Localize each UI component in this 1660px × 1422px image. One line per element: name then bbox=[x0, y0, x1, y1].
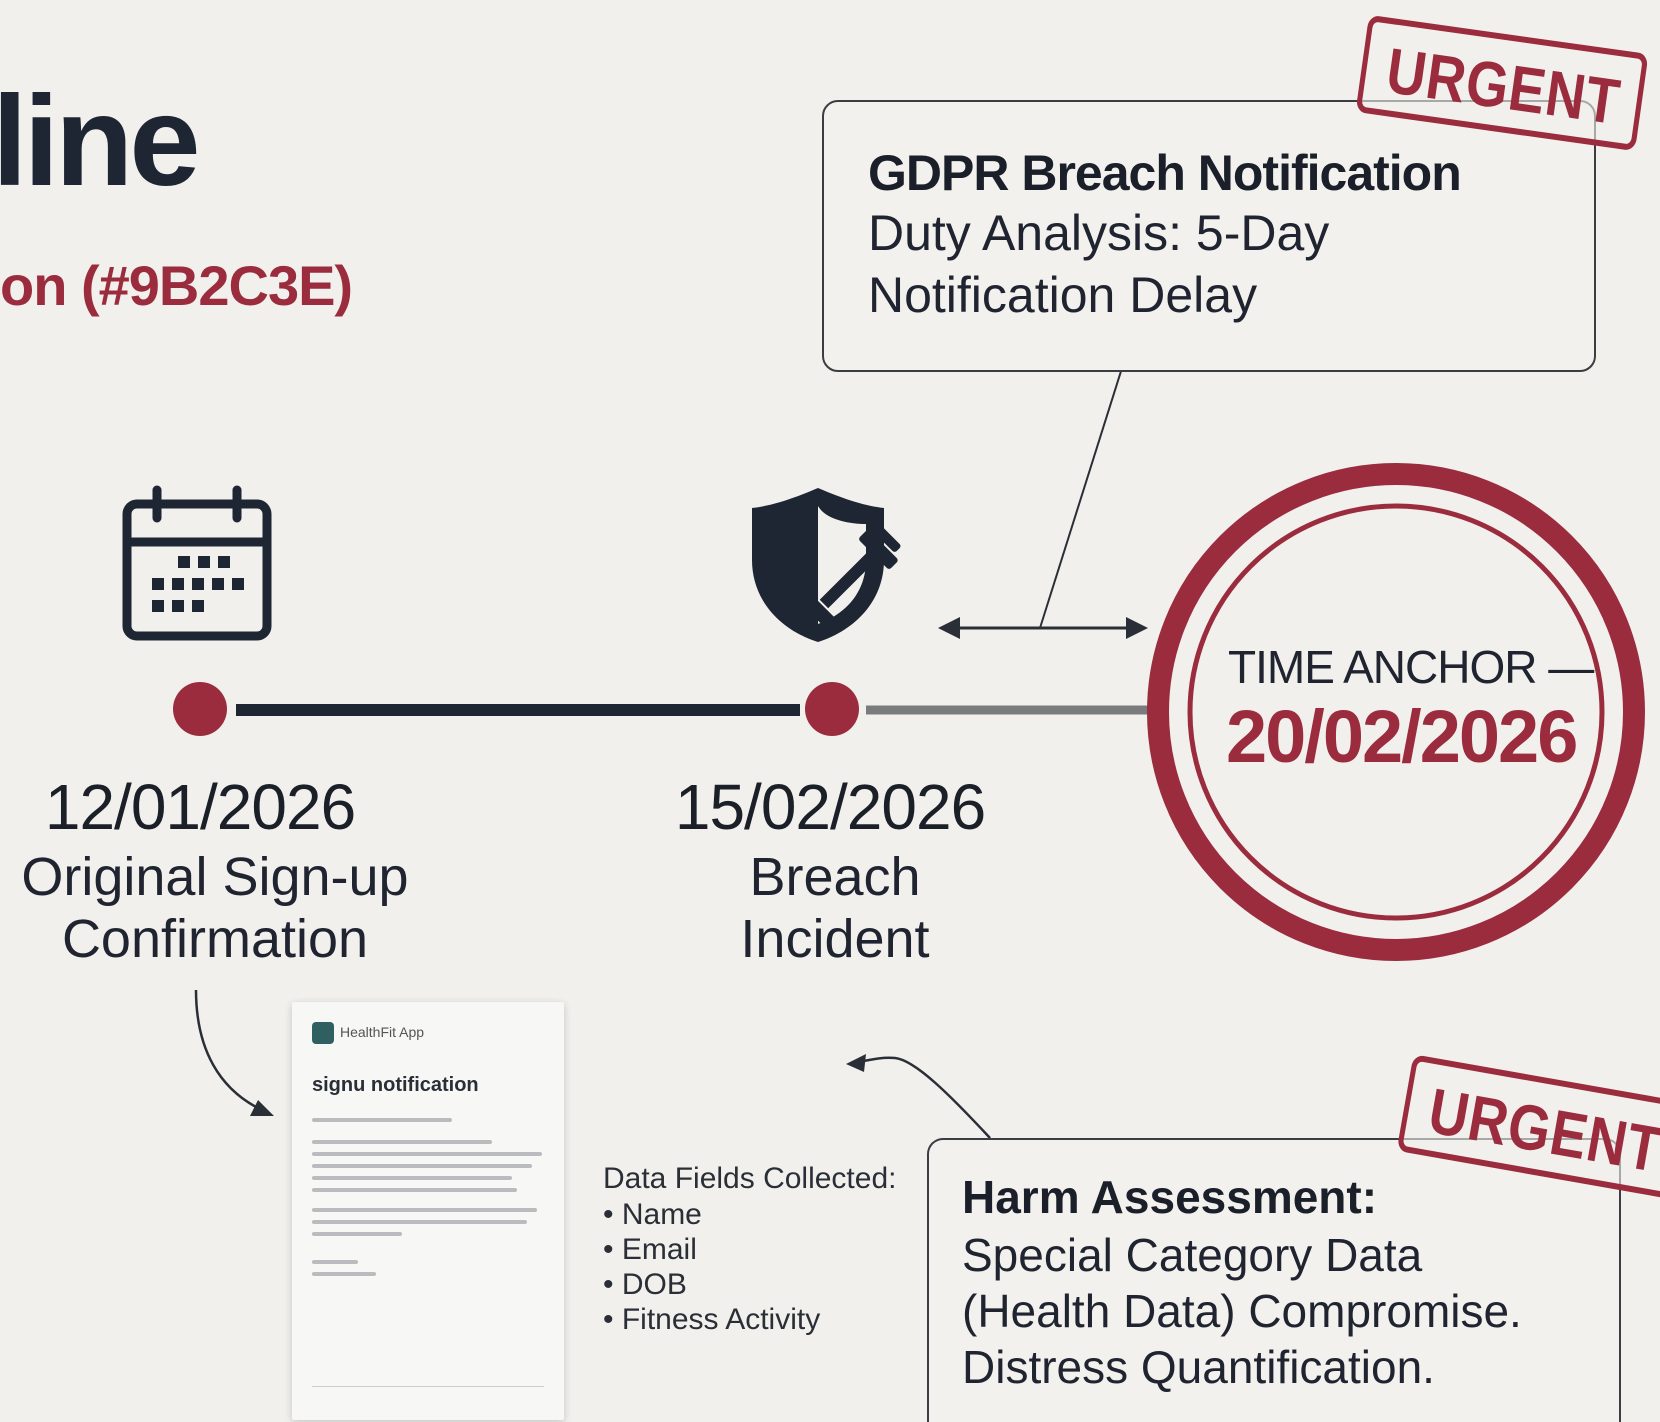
timeline-node-2 bbox=[805, 682, 859, 736]
harm-to-breach-arrow bbox=[846, 1054, 991, 1139]
email-text-line bbox=[312, 1164, 532, 1168]
harm-heading: Harm Assessment: bbox=[962, 1171, 1378, 1223]
signup-to-email-arrow bbox=[194, 989, 274, 1116]
event-1-label: Original Sign-up Confirmation bbox=[0, 846, 430, 970]
email-text-line bbox=[312, 1232, 402, 1236]
data-fields-title: Data Fields Collected: bbox=[603, 1162, 897, 1195]
email-text-line bbox=[312, 1260, 358, 1264]
data-field-item: • Fitness Activity bbox=[603, 1303, 821, 1336]
event-2-date: 15/02/2026 bbox=[674, 771, 986, 843]
email-text-line bbox=[312, 1152, 542, 1156]
calendar-icon bbox=[122, 485, 272, 641]
page-subtitle: on (#9B2C3E) bbox=[0, 254, 353, 317]
time-anchor-label: TIME ANCHOR — bbox=[1228, 641, 1594, 693]
email-app-name: HealthFit App bbox=[340, 1024, 425, 1040]
email-text-line bbox=[312, 1220, 527, 1224]
email-text-line bbox=[312, 1272, 376, 1276]
page-title: line bbox=[0, 70, 200, 213]
gdpr-heading: GDPR Breach Notification bbox=[868, 145, 1462, 201]
data-field-item: • Name bbox=[603, 1198, 702, 1231]
time-anchor-stamp bbox=[1147, 463, 1645, 961]
email-text-line bbox=[312, 1140, 492, 1144]
email-footer-divider bbox=[312, 1386, 544, 1387]
harm-line-1: Special Category Data bbox=[962, 1229, 1423, 1281]
gdpr-notification-box bbox=[822, 100, 1596, 372]
gdpr-detail-line-2: Notification Delay bbox=[868, 267, 1258, 323]
delay-double-arrow bbox=[938, 617, 1148, 639]
email-text-line bbox=[312, 1118, 452, 1122]
event-1-label-line-2: Confirmation bbox=[61, 909, 369, 969]
email-text-line bbox=[312, 1208, 537, 1212]
data-field-item: • Email bbox=[603, 1233, 697, 1266]
email-text-line bbox=[312, 1188, 517, 1192]
event-2-label: Breach Incident bbox=[680, 846, 990, 970]
event-2-label-line-1: Breach bbox=[749, 847, 921, 907]
gdpr-connector-line bbox=[1039, 367, 1123, 629]
event-1-label-line-1: Original Sign-up bbox=[21, 847, 409, 907]
signup-email-thumbnail: HealthFit App signu notification bbox=[292, 1002, 564, 1420]
timeline-node-1 bbox=[173, 682, 227, 736]
harm-line-2: (Health Data) Compromise. bbox=[962, 1285, 1522, 1337]
harm-line-3: Distress Quantification. bbox=[962, 1341, 1435, 1393]
event-1-date: 12/01/2026 bbox=[44, 771, 356, 843]
email-text-line bbox=[312, 1176, 512, 1180]
gdpr-detail-line-1: Duty Analysis: 5-Day bbox=[868, 205, 1330, 261]
app-logo-icon bbox=[312, 1022, 334, 1044]
harm-assessment-box bbox=[927, 1138, 1621, 1422]
data-field-item: • DOB bbox=[603, 1268, 687, 1301]
email-subject: signu notification bbox=[312, 1074, 479, 1096]
time-anchor-date: 20/02/2026 bbox=[1226, 695, 1578, 778]
shield-dumbbell-icon bbox=[752, 488, 901, 642]
event-2-label-line-2: Incident bbox=[740, 909, 930, 969]
